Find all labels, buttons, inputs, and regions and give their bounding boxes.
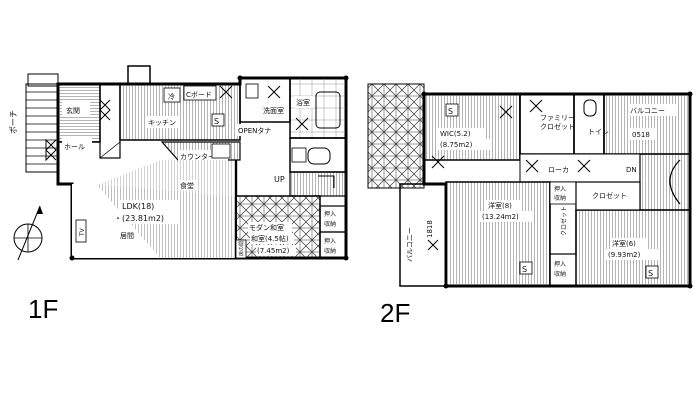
oshiire-1: [319, 205, 347, 233]
tv-label: TV: [79, 227, 86, 237]
wic: [423, 93, 521, 161]
tokonoma-label: 床の間: [238, 241, 245, 256]
oshiire-2: [319, 231, 347, 259]
toilet-2f: [573, 93, 605, 155]
open-shelf-label: OPENタナ: [238, 126, 271, 135]
balcony-left-size: 1818: [426, 220, 434, 238]
entrance-label: 玄関: [66, 106, 80, 115]
floor-1-title: 1F: [28, 294, 58, 324]
bath-label: 浴室: [296, 98, 310, 107]
porch-steps: [26, 91, 58, 165]
balcony-top-label: バルコニー: [630, 107, 665, 115]
closet-middle-label: クロゼット: [560, 206, 568, 236]
wic-label: WIC(5.2): [440, 130, 471, 138]
floor-2-plan: WIC(5.2) (8.75m2) S ファミリー クロゼット トイレ バルコニ…: [367, 83, 693, 289]
wic-area-label: (8.75m2): [440, 141, 473, 149]
up-label-text: UP: [274, 175, 285, 184]
ldk-area-label: ・(23.81m2): [114, 214, 164, 223]
balcony-top: [603, 93, 691, 155]
storage-2b-label: 収納: [554, 270, 566, 278]
modern-jp-area-label: (7.45m2): [257, 247, 290, 255]
north-compass-icon: [13, 205, 43, 261]
bedroom-6-label: 洋室(6): [612, 239, 636, 248]
modern-jp-label: モダン和室: [249, 223, 284, 232]
family-closet-b-label: クロゼット: [540, 122, 575, 131]
washroom-label: 洗面室: [263, 106, 284, 115]
storage-1b-label: 収納: [554, 194, 566, 202]
corridor-label: ローカ: [548, 166, 569, 174]
dining-label: 食堂: [180, 181, 194, 190]
oshiire-2-label: 押入: [324, 237, 336, 245]
closet-right: [575, 181, 641, 211]
storage-1-label: 押入: [554, 185, 566, 193]
porch: [25, 83, 59, 173]
s-mark-1f: S: [214, 117, 219, 126]
s-mark-2f-3: S: [648, 269, 653, 278]
oshiire-1-label: 押入: [324, 210, 336, 218]
kitchen-label: キッチン: [148, 119, 176, 127]
fridge-label: 冷: [168, 92, 175, 101]
corridor: [519, 153, 641, 183]
balcony-left-label: バルコニー: [406, 227, 414, 262]
hall-label: ホール: [64, 143, 85, 151]
toilet-2f-label: トイレ: [588, 128, 609, 136]
roof-area: [367, 83, 425, 189]
bedroom-6-area: (9.93m2): [608, 251, 641, 259]
balcony-top-size: 0518: [632, 131, 650, 139]
ldk-label: LDK(18): [122, 202, 154, 211]
family-closet-label: ファミリー: [540, 114, 575, 122]
dn-label: DN: [626, 166, 637, 174]
s-mark-2f-1: S: [448, 107, 453, 116]
porch-label: ポーチ: [9, 110, 18, 134]
oshiire-1b-label: 収納: [324, 220, 336, 228]
stairs-2f: [639, 153, 691, 211]
oshiire-2b-label: 収納: [324, 247, 336, 255]
toilet-1f: [289, 137, 347, 173]
counter-label: カウンター: [180, 152, 215, 161]
bedroom-8: [445, 181, 551, 287]
s-mark-2f-2: S: [522, 265, 527, 274]
living-label: 居間: [120, 232, 134, 240]
closet-right-label: クロゼット: [592, 191, 627, 200]
bedroom-8-area: (13.24m2): [482, 213, 519, 221]
floor-1-plan: ポーチ 玄関 ホール キッチン 冷 Cボード S カウンター: [9, 65, 349, 261]
modern-jp-size-label: 和室(4.5帖): [251, 234, 289, 243]
floor-2-title: 2F: [380, 298, 410, 328]
bedroom-8-label: 洋室(8): [488, 201, 512, 210]
storage-2-label: 押入: [554, 260, 566, 268]
cboard-label: Cボード: [186, 91, 212, 99]
